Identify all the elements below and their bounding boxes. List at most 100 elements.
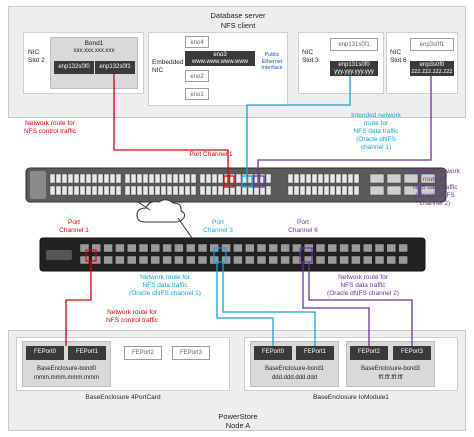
switch-port <box>287 173 294 184</box>
label-route-control-top: Network route for NFS control traffic <box>24 120 76 135</box>
port-eno3[interactable]: eno3 www.www.www.www <box>185 51 255 66</box>
embedded-nic-box <box>148 32 288 106</box>
switch-port <box>178 173 185 184</box>
switch-port <box>363 255 373 265</box>
switch-port <box>142 173 149 184</box>
switch-port <box>299 185 306 196</box>
switch-port <box>172 185 179 196</box>
port-enp131s0f0[interactable]: enp131s0f0 yyy.yyy.yyy.yyy <box>330 61 378 76</box>
switch-port <box>79 243 90 253</box>
switch-port <box>351 243 361 253</box>
switch-port <box>190 185 197 196</box>
label-route-control-bottom: Network route for NFS control traffic <box>106 309 158 324</box>
switch-port <box>353 173 360 184</box>
switch-port <box>184 173 191 184</box>
switch-port <box>335 173 342 184</box>
switch-port <box>247 173 254 184</box>
switch-port <box>323 185 330 196</box>
switch-port <box>148 173 155 184</box>
switch-port <box>166 173 173 184</box>
switch-port <box>130 185 137 196</box>
switch-port <box>130 173 137 184</box>
io-feport2[interactable]: FEPort2 <box>350 346 388 360</box>
switch-port <box>256 243 267 253</box>
card4-feport2[interactable]: FEPort2 <box>124 346 162 360</box>
switch-port <box>160 173 167 184</box>
card4-feport1[interactable]: FEPort1 <box>68 346 106 360</box>
switch-port <box>293 185 300 196</box>
port-enp132s0f0[interactable]: enp132s0f0 <box>54 61 94 74</box>
switch-port <box>185 243 196 253</box>
nic-slot6-label: NIC Slot 6 <box>390 49 407 64</box>
bottom-switch[interactable] <box>39 237 426 272</box>
switch-port <box>347 173 354 184</box>
card4-feport3[interactable]: FEPort3 <box>172 346 210 360</box>
switch-port <box>280 255 290 265</box>
switch-port <box>79 255 90 265</box>
switch-port <box>97 173 104 184</box>
port-enp132s0f1[interactable]: enp132s0f1 <box>95 61 135 74</box>
label-port-channel-1-top: Port Channel 1 <box>189 151 233 158</box>
switch-port <box>229 185 236 196</box>
port-enp131s0f1[interactable]: enp131s0f1 <box>330 38 378 51</box>
switch-port <box>126 243 137 253</box>
switch-port <box>327 243 337 253</box>
switch-port <box>49 173 56 184</box>
switch-port <box>150 255 161 265</box>
port-eno4[interactable]: eno4 <box>185 36 209 48</box>
switch-port <box>91 185 98 196</box>
io-feport1[interactable]: FEPort1 <box>296 346 334 360</box>
route-ch2-bottom <box>302 262 413 346</box>
switch-port <box>150 243 161 253</box>
switch-port <box>55 185 62 196</box>
bond1-ip: xxx.xxx.xxx.xxx <box>73 48 115 54</box>
route-intended-ch1 <box>246 76 351 183</box>
switch-port <box>335 185 342 196</box>
switch-port <box>244 255 255 265</box>
switch-port <box>233 255 243 265</box>
card4-feport0[interactable]: FEPort0 <box>26 346 64 360</box>
switch-port <box>259 185 266 196</box>
switch-port <box>253 185 260 196</box>
switch-port <box>162 255 172 265</box>
switch-port <box>190 173 197 184</box>
top-switch[interactable] <box>25 167 447 203</box>
switch-port <box>162 243 172 253</box>
route-intended-ch2 <box>257 76 432 183</box>
switch-port <box>233 243 243 253</box>
switch-port <box>268 243 278 253</box>
switch-port <box>241 185 248 196</box>
io-feport3[interactable]: FEPort3 <box>393 346 431 360</box>
iomodule1-label: BaseEnclosure IoModule1 <box>313 394 389 401</box>
switch-port <box>386 243 396 253</box>
embedded-nic-label: Embedded NIC <box>152 59 184 74</box>
switch-port <box>185 255 196 265</box>
switch-port <box>109 173 116 184</box>
switch-port <box>67 185 74 196</box>
switch-port <box>197 255 208 265</box>
switch-sfp-port <box>403 173 419 184</box>
port-enp3s0f0[interactable]: enp3s0f0 zzz.zzz.zzz.zzz <box>410 61 454 76</box>
switch-port <box>166 185 173 196</box>
io-feport0[interactable]: FEPort0 <box>254 346 292 360</box>
switch-port <box>229 173 236 184</box>
port-eno1[interactable]: eno1 <box>185 88 209 100</box>
port-enp3s0f1[interactable]: enp3s0f1 <box>410 38 454 51</box>
switch-port <box>138 243 149 253</box>
storage-subtitle: Node A <box>225 421 251 430</box>
switch-port <box>265 185 272 196</box>
route-control-red-bottom <box>65 261 92 346</box>
switch-port <box>115 255 125 265</box>
enp131s0f0-ip: yyy.yyy.yyy.yyy <box>334 68 374 75</box>
switch-port <box>363 243 373 253</box>
switch-port <box>205 173 212 184</box>
switch-sfp-port <box>403 185 419 196</box>
switch-port <box>197 243 208 253</box>
route-ch1-bottom <box>216 262 316 346</box>
switch-sfp-port <box>386 185 402 196</box>
switch-port <box>241 173 248 184</box>
switch-port <box>115 173 122 184</box>
port-eno2[interactable]: eno2 <box>185 70 209 82</box>
switch-port <box>235 173 242 184</box>
